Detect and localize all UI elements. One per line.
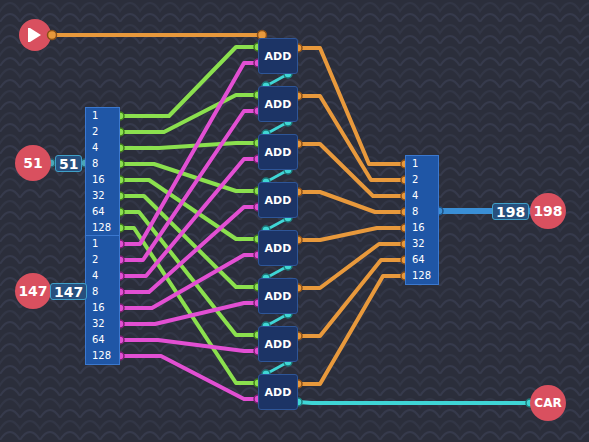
pin-dots: [47, 43, 534, 407]
wire: [298, 402, 530, 403]
pin-label: 16: [86, 172, 119, 188]
adder-component: ADD: [258, 38, 298, 74]
wire: [120, 212, 258, 335]
pin-label: 4: [406, 188, 438, 204]
tag-value: 51: [59, 156, 78, 172]
pin-label: 8: [406, 204, 438, 220]
pin-label: 32: [86, 188, 119, 204]
output-pin: CAR: [530, 385, 566, 421]
wire-group: [51, 47, 530, 403]
adder-component: ADD: [258, 86, 298, 122]
pin-label: 16: [406, 220, 438, 236]
byte-maker: 1248163264128: [405, 155, 439, 285]
component-label: ADD: [265, 386, 292, 399]
wire: [298, 244, 405, 288]
pin-label: 32: [406, 236, 438, 252]
start-pin: [19, 19, 51, 51]
pin-dot: [48, 31, 57, 40]
pin-label: 2: [406, 172, 438, 188]
input-pin: 51: [15, 145, 51, 181]
pin-label: 16: [86, 300, 119, 316]
adder-component: ADD: [258, 230, 298, 266]
tag-value: 198: [496, 204, 525, 220]
start-icon: [30, 28, 41, 42]
adder-component: ADD: [258, 182, 298, 218]
start-icon: [28, 28, 30, 42]
wire: [298, 228, 405, 240]
wire: [120, 303, 258, 324]
component-label: ADD: [265, 50, 292, 63]
wire: [120, 63, 258, 244]
value-tag: 147: [50, 283, 87, 300]
pin-value: 147: [18, 283, 47, 299]
component-label: ADD: [265, 194, 292, 207]
component-label: ADD: [265, 98, 292, 111]
wire: [120, 340, 258, 351]
pin-label: 1: [86, 236, 119, 252]
pin-label: 4: [86, 268, 119, 284]
wire: [120, 95, 258, 132]
pin-label: 8: [86, 156, 119, 172]
wire: [120, 228, 258, 383]
pin-label: 1: [86, 108, 119, 124]
wire: [120, 207, 258, 292]
input-pin: 147: [15, 273, 51, 309]
wire: [298, 276, 405, 384]
value-tag: 198: [492, 203, 529, 220]
adder-component: ADD: [258, 374, 298, 410]
component-label: ADD: [265, 290, 292, 303]
pin-label: 64: [406, 252, 438, 268]
component-label: ADD: [265, 242, 292, 255]
pin-label: 2: [86, 124, 119, 140]
pin-label: 32: [86, 316, 119, 332]
pin-value: 198: [533, 203, 562, 219]
pin-value: 51: [23, 155, 42, 171]
pin-label: 2: [86, 252, 119, 268]
wire: [120, 47, 258, 116]
adder-component: ADD: [258, 326, 298, 362]
byte-splitter: 1248163264128: [85, 107, 120, 237]
byte-splitter: 1248163264128: [85, 235, 120, 365]
wire: [120, 143, 258, 148]
adder-component: ADD: [258, 278, 298, 314]
component-label: ADD: [265, 338, 292, 351]
pin-label: 128: [406, 268, 438, 284]
pin-label: 64: [86, 332, 119, 348]
output-pin: 198: [530, 193, 566, 229]
pin-label: 128: [86, 348, 119, 364]
wire: [120, 111, 258, 260]
value-tag: 51: [55, 155, 82, 172]
wire: [298, 144, 405, 196]
wire: [120, 255, 258, 308]
pin-label: 8: [86, 284, 119, 300]
start-wire: [50, 33, 262, 37]
wire: [120, 356, 258, 399]
tag-value: 147: [54, 284, 83, 300]
wire: [298, 192, 405, 212]
pin-label: 4: [86, 140, 119, 156]
wire: [298, 260, 405, 336]
component-label: ADD: [265, 146, 292, 159]
wire: [298, 96, 405, 180]
adder-component: ADD: [258, 134, 298, 170]
pin-label: 1: [406, 156, 438, 172]
pin-label: 128: [86, 220, 119, 236]
pin-label: 64: [86, 204, 119, 220]
pin-value: CAR: [534, 396, 561, 410]
